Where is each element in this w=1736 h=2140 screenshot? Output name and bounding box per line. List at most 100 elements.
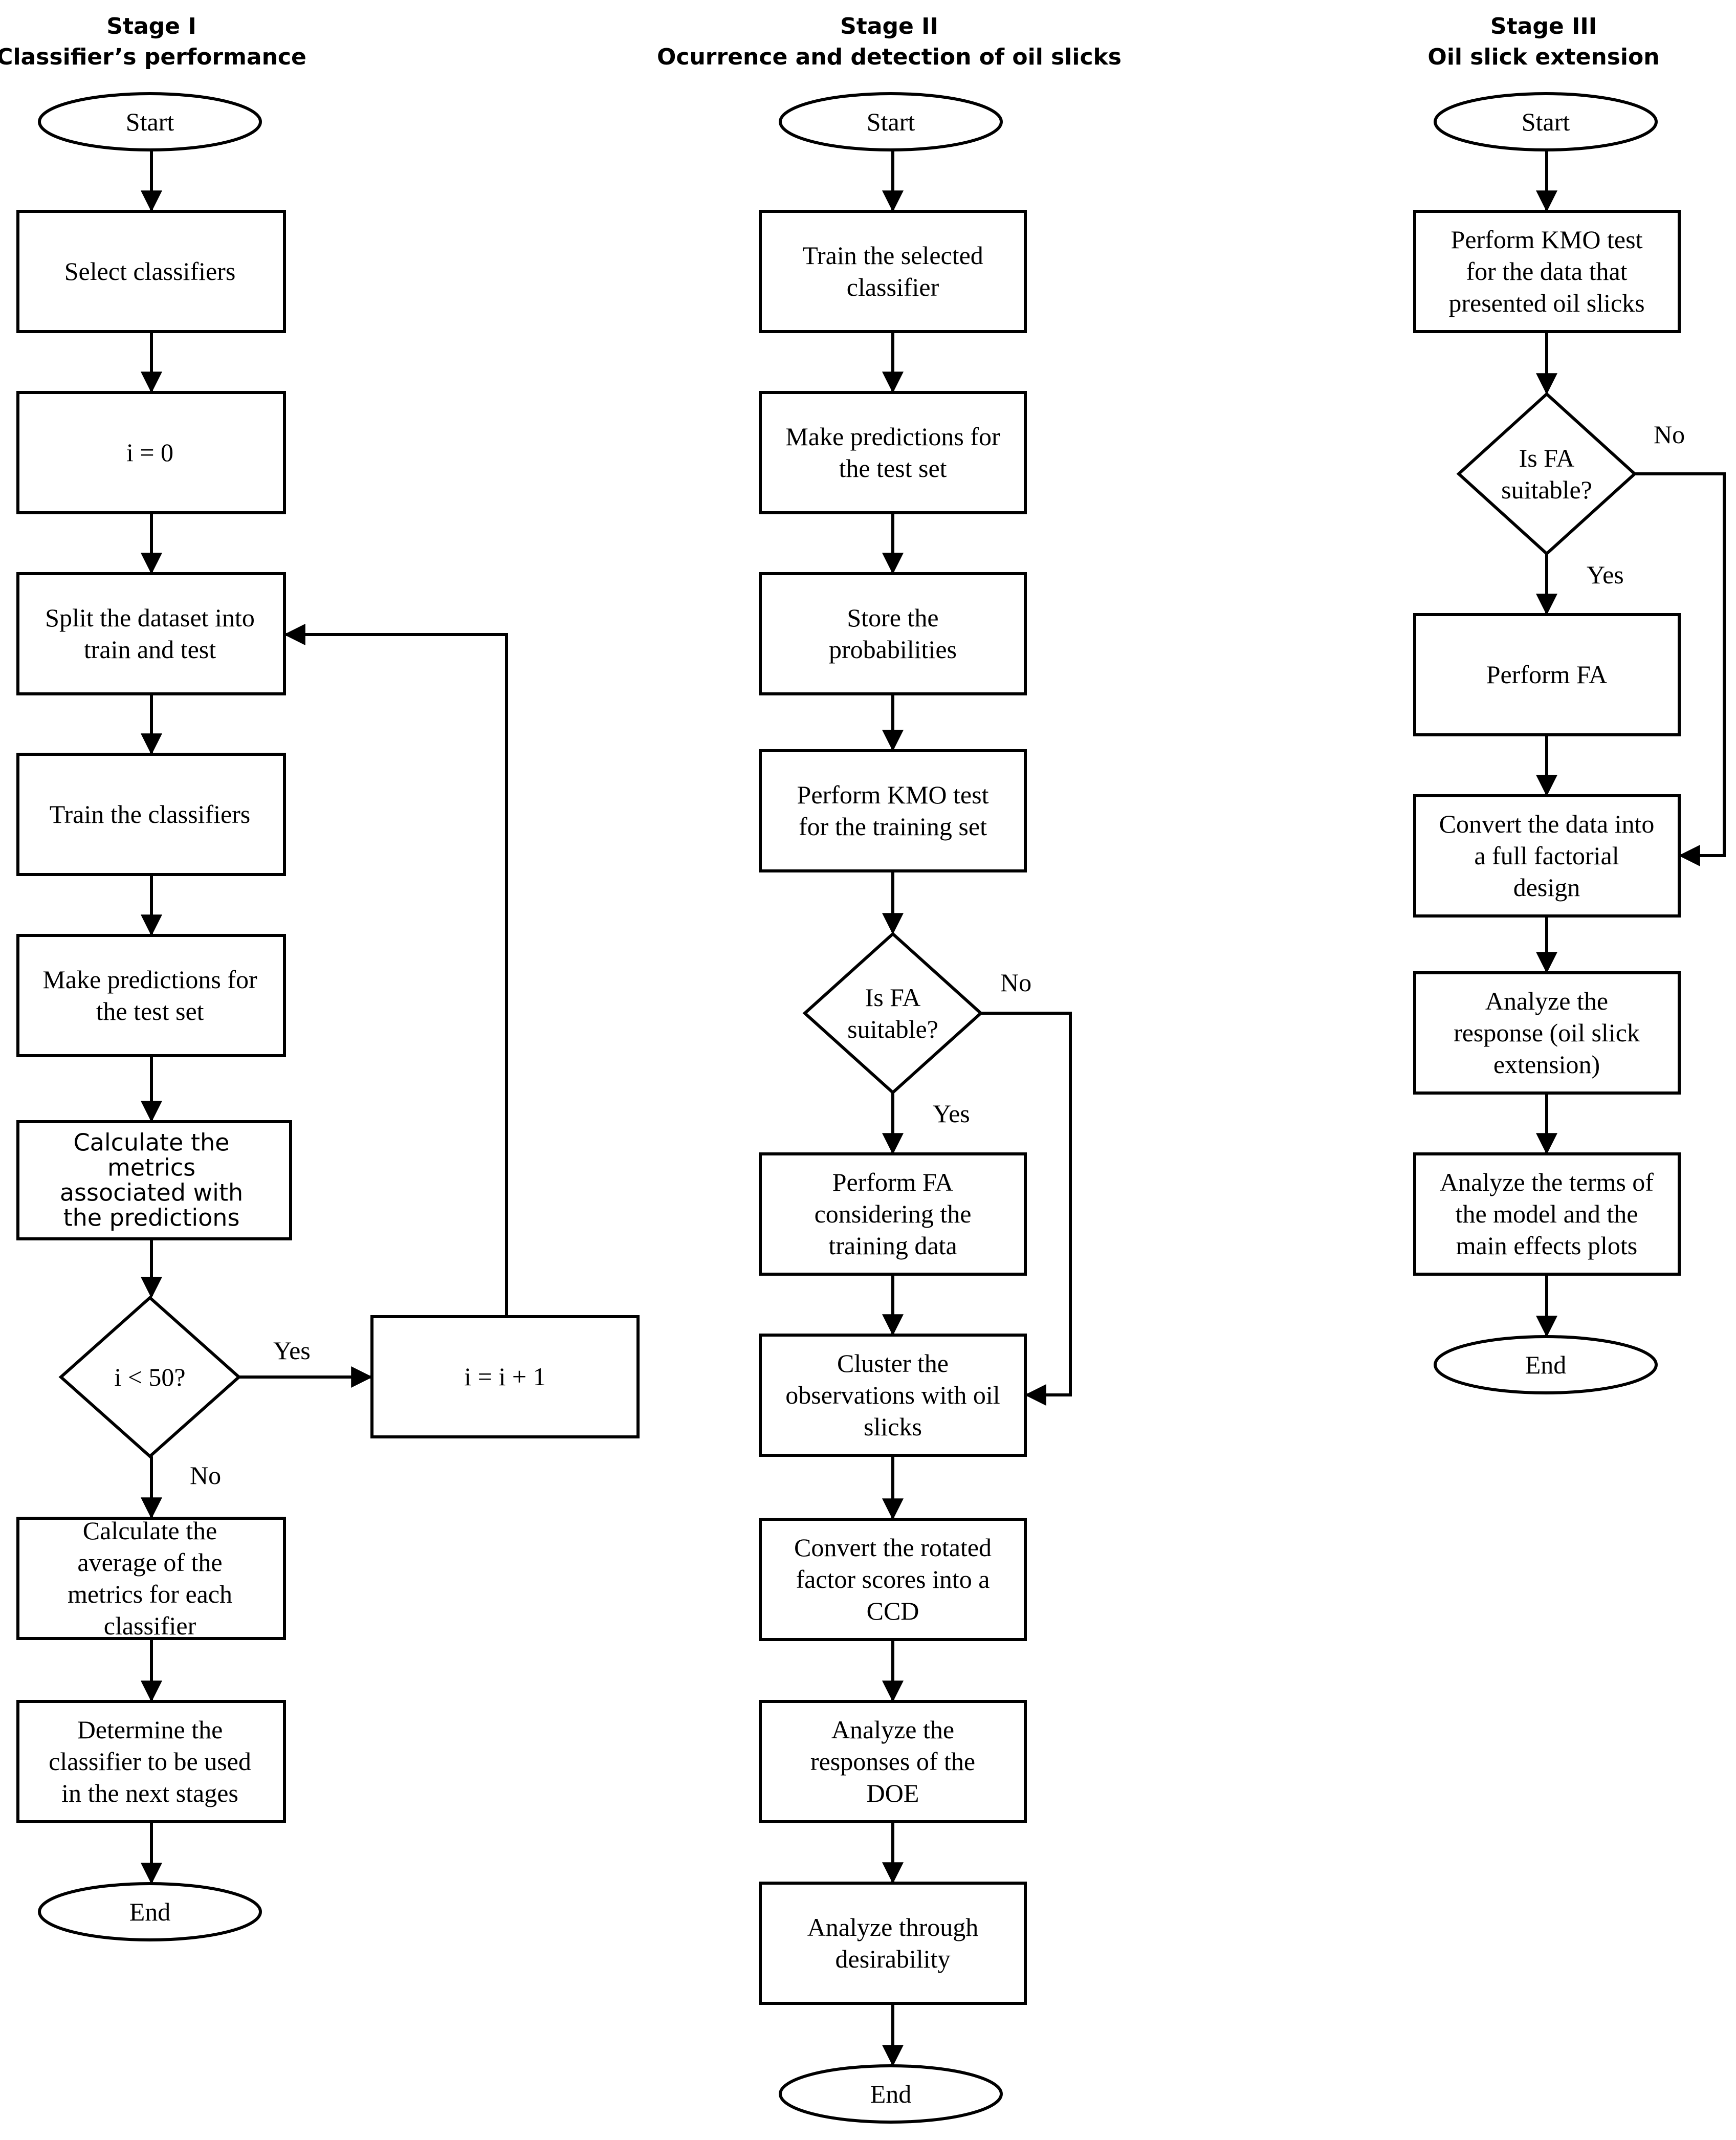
node-text-line: Analyze through: [807, 1913, 979, 1941]
s1-determine-classifier-label: Determine the classifier to be used in the…: [49, 1715, 251, 1807]
node-text-line: associated with: [60, 1179, 243, 1207]
s2-decision-diamond: [802, 931, 983, 1095]
node-text-line: the test set: [839, 454, 947, 483]
node-text-line: Make predictions for: [42, 965, 257, 994]
node-text-line: the predictions: [63, 1204, 240, 1232]
node-text-line: considering the: [815, 1199, 972, 1228]
node-text-line: End: [1525, 1350, 1567, 1379]
s2-store-probabilities-label: Store the probabilities: [829, 603, 957, 664]
stage-3-title: Stage III: [1490, 13, 1597, 39]
s2-desirability-box: [759, 1882, 1027, 2005]
s2-desirability-label: Analyze through desirability: [807, 1913, 979, 1973]
node-text-line: Is FA: [1519, 444, 1575, 472]
node-text-line: desirability: [836, 1945, 951, 1973]
s2-end-label: End: [870, 2080, 912, 2108]
s3-yes-label: Yes: [1587, 560, 1624, 589]
node-text-line: i = i + 1: [464, 1362, 545, 1391]
node-text-line: a full factorial: [1474, 841, 1619, 870]
s2-start-terminal: [779, 92, 1003, 151]
node-text-line: suitable?: [1501, 475, 1592, 504]
node-text-line: i = 0: [126, 438, 173, 467]
s2-train-classifier-label: Train the selected classifier: [802, 241, 983, 301]
node-text-line: classifier: [847, 273, 939, 301]
node-text-line: in the next stages: [61, 1779, 238, 1807]
node-text-line: classifier: [104, 1611, 196, 1640]
node-text-line: Convert the rotated: [794, 1533, 992, 1562]
node-text-line: classifier to be used: [49, 1747, 251, 1776]
s1-start-label: Start: [126, 107, 174, 136]
s2-yes-label: Yes: [933, 1099, 970, 1128]
node-text-line: metrics: [107, 1154, 195, 1182]
s1-select-classifiers-box: [16, 210, 286, 333]
stage-1-subtitle: Classifier’s performance: [0, 44, 306, 70]
node-text-line: the model and the: [1456, 1199, 1638, 1228]
node-text-line: extension): [1493, 1050, 1600, 1079]
s3-edge-decision-no: [1635, 472, 1726, 866]
s1-i-zero-label: i = 0: [126, 438, 173, 467]
node-text-line: slicks: [864, 1412, 922, 1441]
s2-kmo-test-box: [759, 749, 1027, 872]
s2-cluster-box: [759, 1334, 1027, 1457]
node-text-line: training data: [828, 1231, 957, 1260]
s1-split-dataset-box: [16, 572, 286, 695]
s2-make-predictions-box: [759, 391, 1027, 514]
stage-1-title: Stage I: [106, 13, 196, 39]
s3-kmo-test-box: [1413, 210, 1681, 333]
s3-kmo-test-label: Perform KMO test for the data that present…: [1448, 225, 1644, 317]
node-text-line: probabilities: [829, 635, 957, 664]
node-text-line: responses of the: [810, 1747, 975, 1776]
node-text-line: End: [870, 2080, 912, 2108]
node-text-line: Train the selected: [802, 241, 983, 270]
s1-calculate-metrics-box: [16, 1120, 292, 1240]
s1-edge-loop-back: [283, 624, 508, 1317]
s3-analyze-terms-label: Analyze the terms of the model and the mai…: [1440, 1168, 1654, 1260]
node-text-line: for the data that: [1466, 257, 1627, 286]
stage-3-subtitle: Oil slick extension: [1427, 44, 1659, 70]
node-text-line: factor scores into a: [796, 1565, 990, 1593]
s3-decision-label: Is FA suitable?: [1501, 444, 1592, 504]
node-text-line: Perform KMO test: [1451, 225, 1643, 254]
node-text-line: i < 50?: [114, 1363, 185, 1391]
s2-no-label: No: [1000, 968, 1031, 997]
node-text-line: Perform KMO test: [797, 780, 989, 809]
node-text-line: Perform FA: [832, 1168, 954, 1196]
s3-perform-fa-label: Perform FA: [1486, 660, 1608, 689]
s2-train-classifier-box: [759, 210, 1027, 333]
node-text-line: Start: [1522, 107, 1570, 136]
stage-1-header: Stage I Classifier’s performance: [0, 13, 306, 70]
s2-store-probabilities-box: [759, 572, 1027, 695]
node-text-line: design: [1513, 873, 1580, 902]
s2-start-label: Start: [867, 107, 915, 136]
node-text-line: main effects plots: [1456, 1231, 1638, 1260]
node-text-line: Start: [126, 107, 174, 136]
node-text-line: presented oil slicks: [1448, 289, 1644, 317]
node-text-line: Store the: [847, 603, 938, 632]
s2-edge-decision-no: [981, 1012, 1072, 1406]
node-text-line: Calculate the: [74, 1129, 230, 1156]
node-text-line: DOE: [867, 1779, 919, 1807]
node-text-line: Start: [867, 107, 915, 136]
s3-start-label: Start: [1522, 107, 1570, 136]
s1-increment-label: i = i + 1: [464, 1362, 545, 1391]
node-text-line: response (oil slick: [1454, 1018, 1640, 1047]
s1-average-metrics-box: [16, 1517, 286, 1640]
stage-2-title: Stage II: [840, 13, 938, 39]
stage-2-header: Stage II Ocurrence and detection of oil …: [657, 13, 1122, 70]
node-text-line: Analyze the terms of: [1440, 1168, 1654, 1196]
node-text-line: Determine the: [77, 1715, 223, 1744]
s1-make-predictions-box: [16, 934, 286, 1057]
s1-decision-label: i < 50?: [114, 1363, 185, 1391]
node-text-line: Select classifiers: [64, 257, 236, 286]
